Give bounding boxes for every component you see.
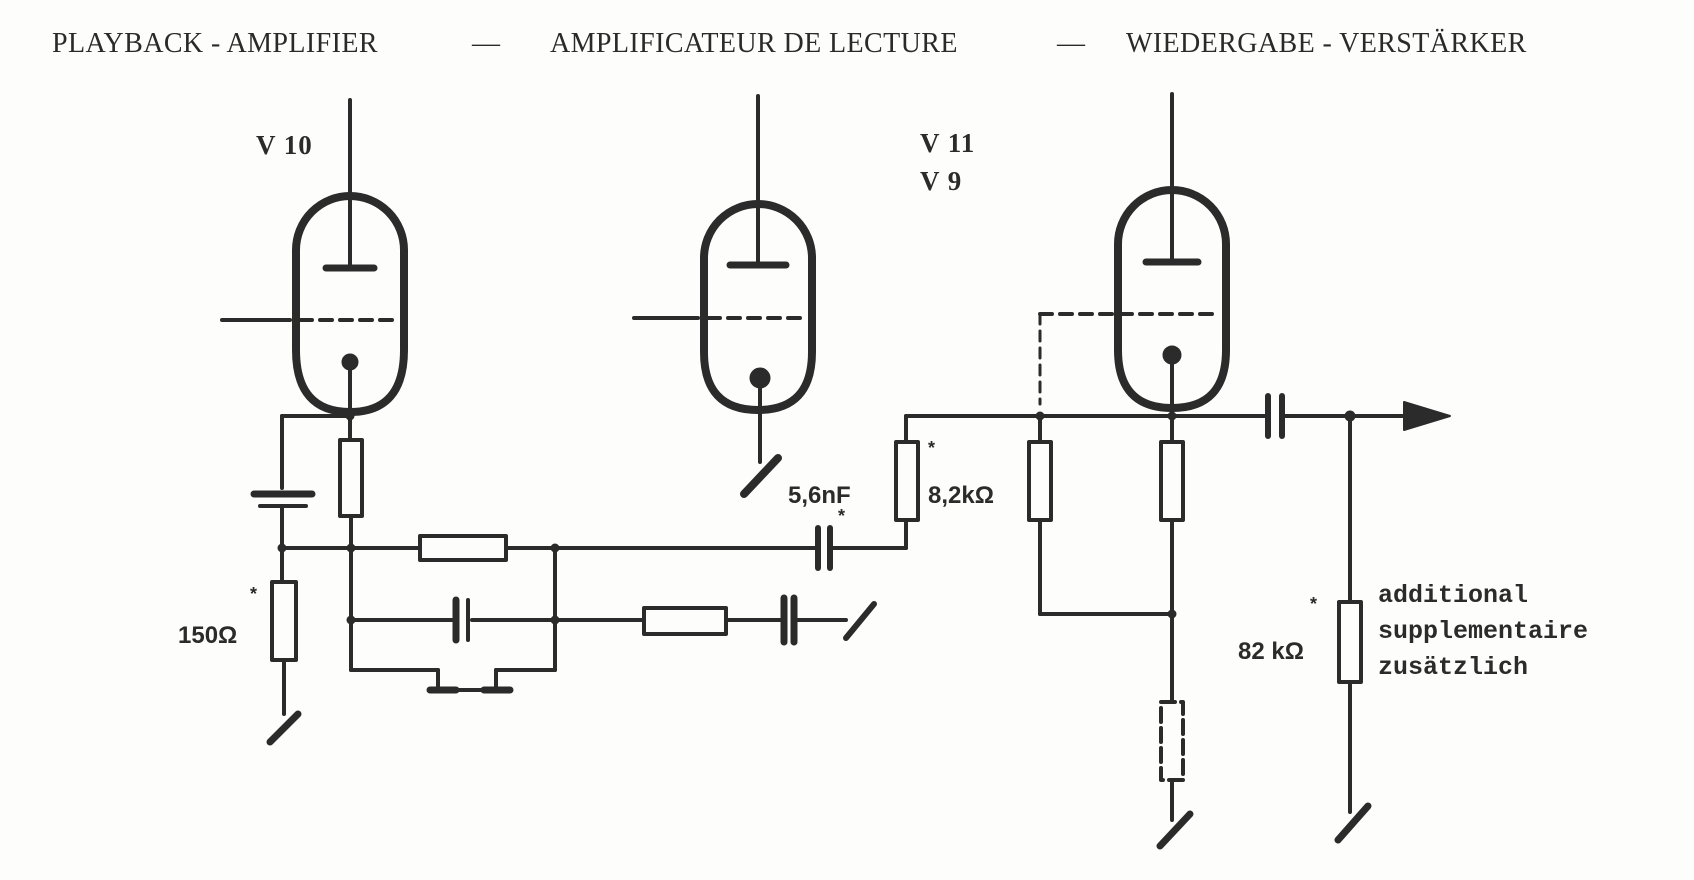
tube-v10 xyxy=(220,98,408,442)
title-separator-2: — xyxy=(1057,28,1086,59)
marker-8-2k: * xyxy=(928,438,936,458)
label-150-ohm: 150Ω xyxy=(178,622,238,649)
tube-label-v10: V 10 xyxy=(256,130,313,160)
label-82k: 82 kΩ xyxy=(1238,638,1304,665)
tube-middle xyxy=(632,94,816,498)
right-network xyxy=(1027,393,1451,850)
title-separator-1: — xyxy=(472,28,501,59)
tube-label-v9: V 9 xyxy=(920,166,963,196)
note-additional: additional supplementaire zusätzlich xyxy=(1378,578,1588,686)
tube-v11 xyxy=(1038,92,1230,418)
marker-150ohm: * xyxy=(250,584,258,604)
tube-label-v11: V 11 xyxy=(920,128,976,158)
left-network xyxy=(250,411,877,746)
note-english: additional xyxy=(1378,581,1529,610)
label-5-6nf: 5,6nF xyxy=(788,482,851,509)
label-8-2k: 8,2kΩ xyxy=(928,482,994,509)
marker-82k: * xyxy=(1310,594,1318,614)
coupling-network xyxy=(806,411,1270,571)
title-french: AMPLIFICATEUR DE LECTURE xyxy=(550,28,958,59)
diagram-title: PLAYBACK - AMPLIFIER — AMPLIFICATEUR DE … xyxy=(52,28,1612,68)
marker-5-6nf: * xyxy=(838,506,846,526)
note-french: supplementaire xyxy=(1378,617,1589,646)
title-english: PLAYBACK - AMPLIFIER xyxy=(52,28,378,59)
note-german: zusätzlich xyxy=(1378,653,1529,682)
title-german: WIEDERGABE - VERSTÄRKER xyxy=(1126,28,1527,59)
